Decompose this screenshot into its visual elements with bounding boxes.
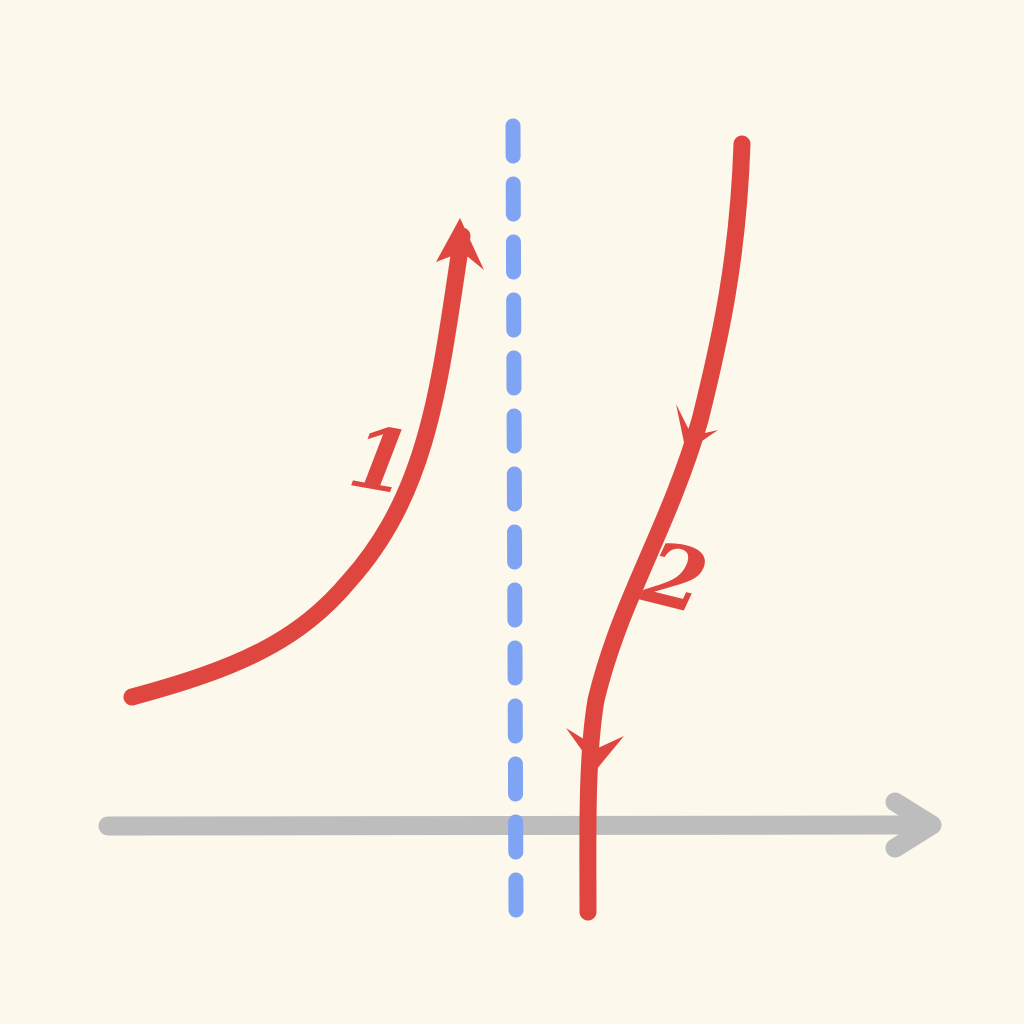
curve-branch-1-arrowhead: [436, 218, 484, 270]
curve-branch-2: [566, 135, 751, 921]
curve-branch-2-bottom-arrowhead: [566, 728, 624, 770]
curve-branch-1: [123, 218, 484, 706]
curve-branch-2-line: [579, 135, 751, 921]
x-axis: [98, 792, 942, 858]
curve-branch-2-mid-arrowhead: [676, 404, 718, 452]
vertical-asymptote: [505, 118, 524, 920]
x-axis-line: [98, 815, 940, 836]
branch-2-label: 2: [633, 521, 716, 634]
curve-branch-1-line: [123, 227, 471, 706]
x-axis-arrowhead: [885, 792, 942, 858]
